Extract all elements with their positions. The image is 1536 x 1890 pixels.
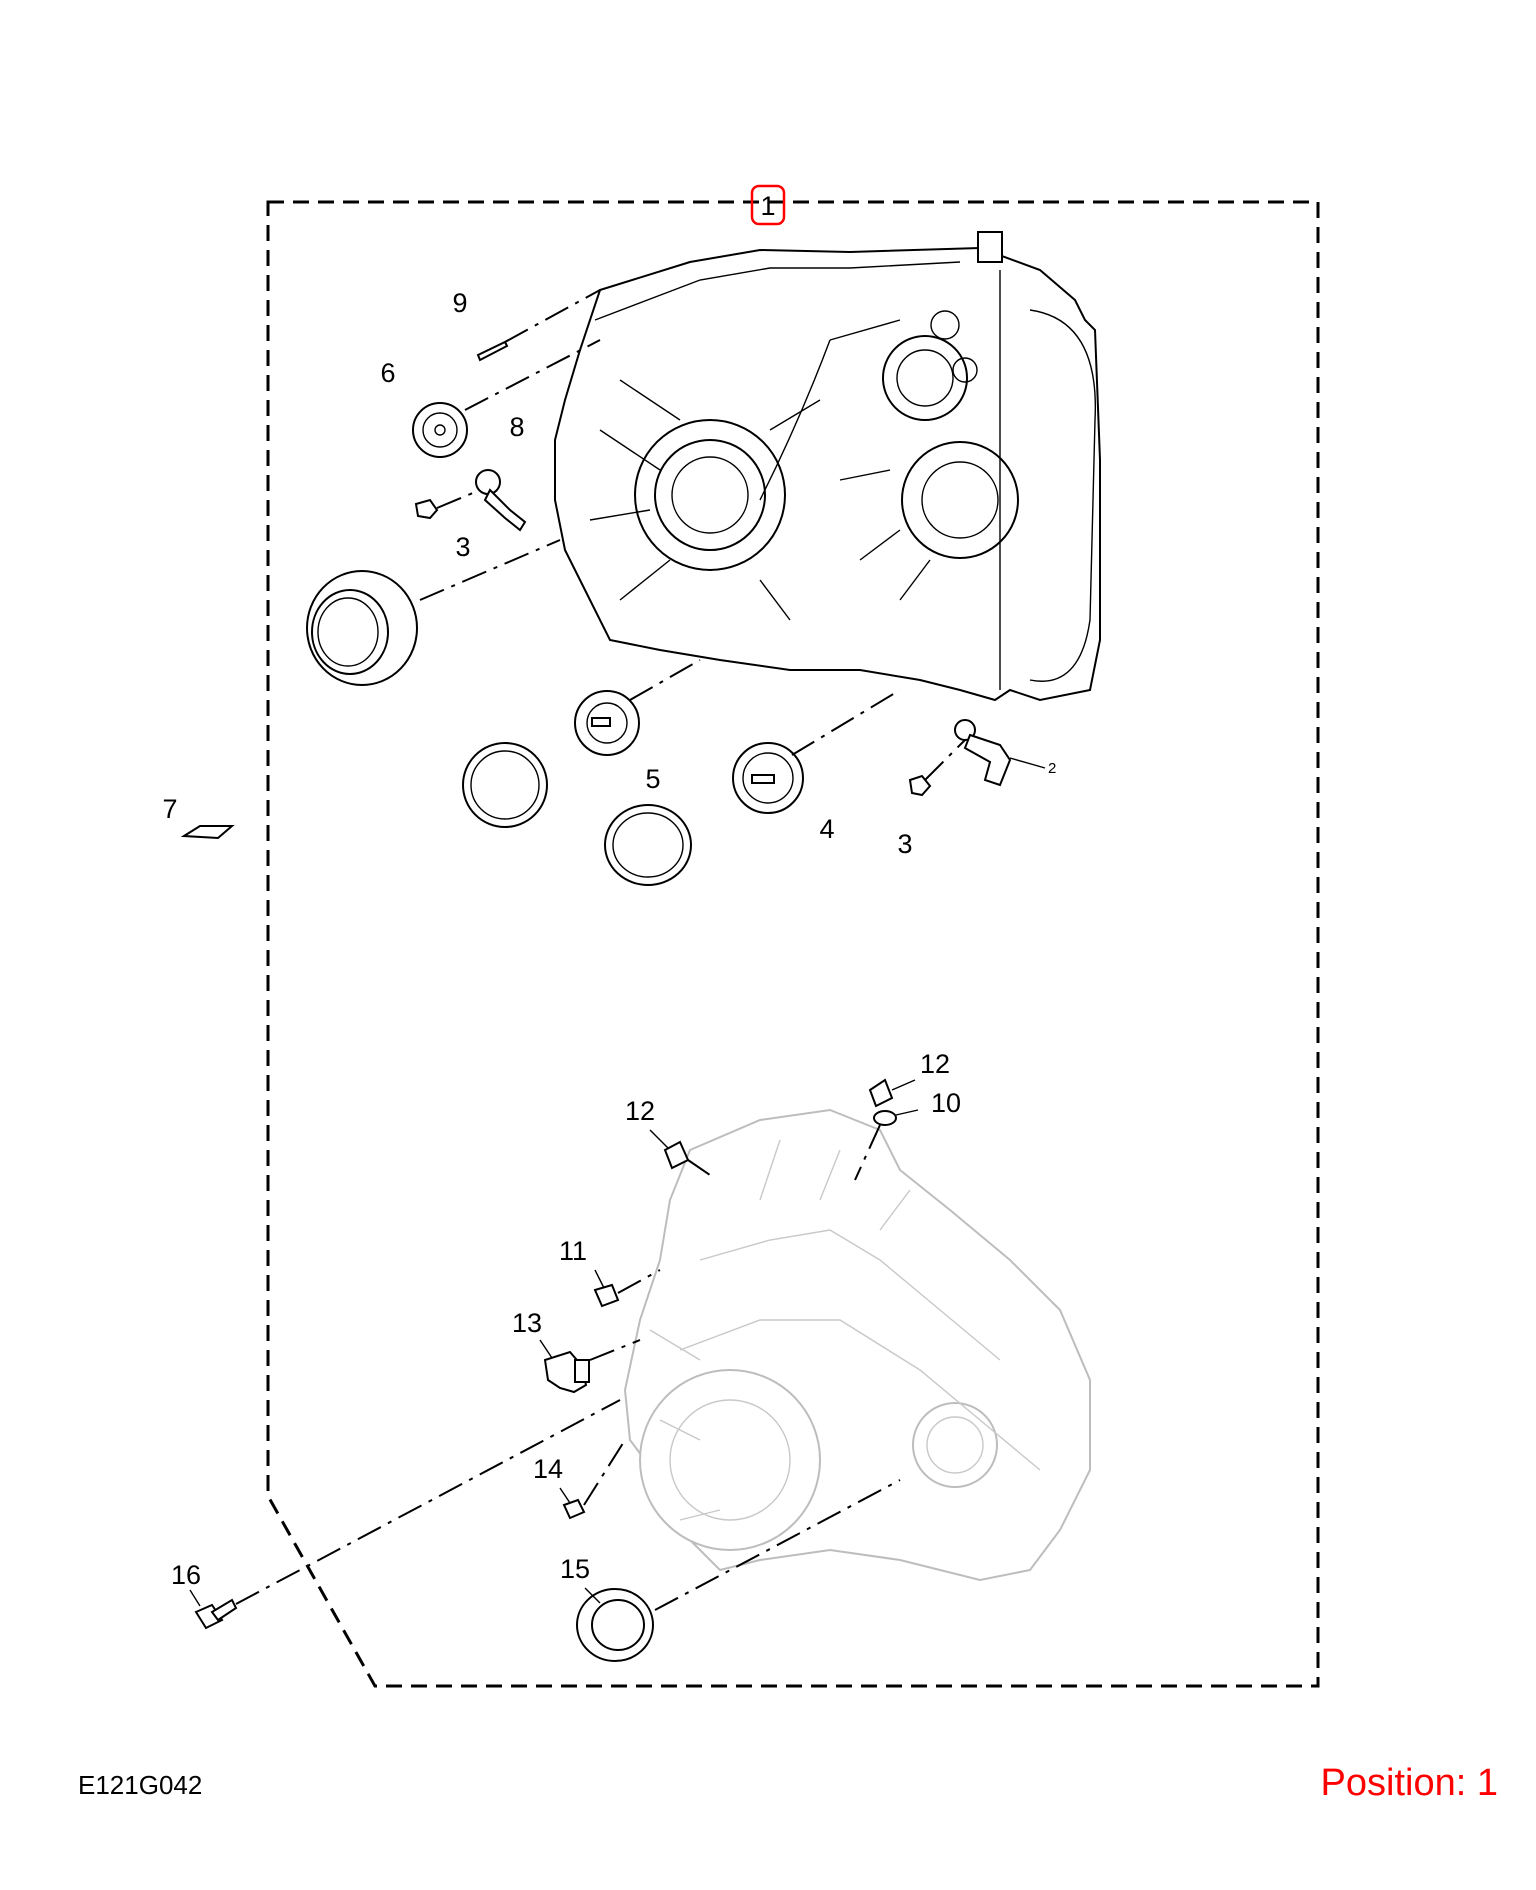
pin-9[interactable] (476, 289, 601, 362)
assembly-boundary (266, 200, 1320, 1688)
callout-6[interactable]: 6 (380, 358, 395, 388)
callout-16[interactable]: 16 (171, 1560, 201, 1590)
callout-12-left[interactable]: 12 (625, 1096, 655, 1126)
plug-12-right[interactable] (868, 1078, 916, 1108)
callout-1-highlighted[interactable]: 1 (750, 184, 786, 226)
callout-15[interactable]: 15 (560, 1554, 590, 1584)
callout-10[interactable]: 10 (931, 1088, 961, 1118)
washer-10[interactable] (854, 1109, 919, 1181)
callout-7[interactable]: 7 (162, 794, 177, 824)
gasket-7[interactable] (180, 825, 235, 840)
callout-3-upper[interactable]: 3 (455, 532, 470, 562)
sensor-13[interactable] (539, 1339, 641, 1394)
callout-9[interactable]: 9 (452, 288, 467, 318)
transmission-case-lower (623, 1108, 1091, 1582)
callout-11[interactable]: 11 (559, 1236, 587, 1266)
svg-text:1: 1 (760, 191, 775, 221)
bolt-11[interactable] (593, 1269, 661, 1308)
bolt-3-upper[interactable] (414, 489, 481, 520)
callout-14[interactable]: 14 (533, 1454, 563, 1484)
bracket-8[interactable] (475, 469, 527, 532)
callout-4[interactable]: 4 (819, 814, 834, 844)
race-bottom[interactable] (604, 804, 692, 886)
bracket-2[interactable] (954, 719, 1046, 787)
callout-12-right[interactable]: 12 (920, 1049, 950, 1079)
seal-6[interactable] (412, 339, 601, 458)
bolt-16[interactable] (189, 1399, 621, 1630)
seal-15[interactable] (576, 1479, 901, 1662)
cup-4[interactable] (732, 689, 901, 814)
transmission-case-upper[interactable] (554, 231, 1101, 702)
diagram-code: E121G042 (78, 1770, 203, 1800)
bolt-3-lower[interactable] (908, 739, 966, 797)
callout-13[interactable]: 13 (512, 1308, 542, 1338)
race-left[interactable] (462, 742, 548, 828)
plug-12-left[interactable] (649, 1129, 711, 1176)
bearing-ring[interactable] (306, 539, 561, 686)
callout-8[interactable]: 8 (509, 412, 524, 442)
callout-2[interactable]: 2 (1048, 760, 1056, 777)
bolt-14[interactable] (559, 1439, 626, 1520)
cup-5[interactable] (574, 659, 701, 756)
callout-3-lower[interactable]: 3 (897, 829, 912, 859)
callout-5[interactable]: 5 (645, 764, 660, 794)
position-label: Position: 1 (1320, 1762, 1498, 1804)
